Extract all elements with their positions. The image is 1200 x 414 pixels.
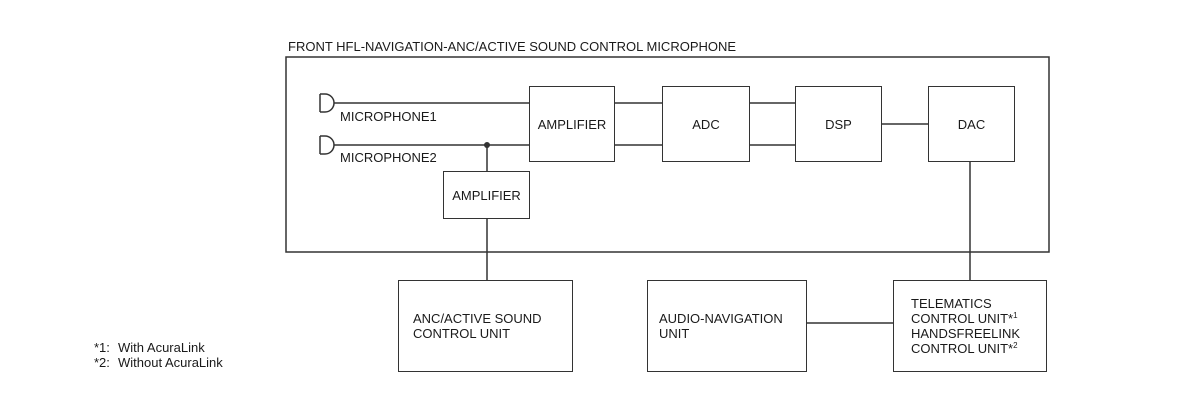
footnotes: *1: With AcuraLink *2: Without AcuraLink [94,340,223,370]
amplifier-label: AMPLIFIER [537,116,607,132]
adc-block: ADC [662,86,750,162]
audio-nav-line1: AUDIO-NAVIGATION [659,311,783,326]
anc-control-unit: ANC/ACTIVE SOUND CONTROL UNIT [398,280,573,372]
telematics-line2-sup: 1 [1013,311,1018,320]
telematics-line4-text: CONTROL UNIT* [911,341,1014,356]
microphone1-label: MICROPHONE1 [340,109,437,124]
audio-nav-line2: UNIT [659,326,690,341]
footnote-2: *2: Without AcuraLink [94,355,223,370]
dsp-block: DSP [795,86,882,162]
module-title: FRONT HFL-NAVIGATION-ANC/ACTIVE SOUND CO… [288,39,737,54]
anc-amplifier-label: AMPLIFIER [452,187,521,203]
adc-label: ADC [692,116,720,132]
module-frame [285,56,1050,253]
telematics-line4: CONTROL UNIT*2 [911,341,1046,356]
microphone2-label: MICROPHONE2 [340,150,437,165]
telematics-line4-sup: 2 [1013,341,1018,350]
amplifier-block: AMPLIFIER [529,86,615,162]
junction-dot [484,142,490,148]
telematics-control-unit: TELEMATICS CONTROL UNIT*1 HANDSFREELINK … [893,280,1047,372]
footnote-1-key: *1: [94,340,110,355]
telematics-line1: TELEMATICS [911,296,992,311]
footnote-1-text: With AcuraLink [118,340,205,355]
microphone2-icon [319,135,335,155]
anc-unit-line1: ANC/ACTIVE SOUND [413,311,542,326]
anc-unit-line2: CONTROL UNIT [413,326,511,341]
telematics-line2: CONTROL UNIT*1 [911,311,1046,326]
footnote-2-text: Without AcuraLink [118,355,223,370]
telematics-line2-text: CONTROL UNIT* [911,311,1014,326]
footnote-2-key: *2: [94,355,110,370]
dac-label: DAC [957,116,986,132]
dac-block: DAC [928,86,1015,162]
dsp-label: DSP [825,116,852,132]
telematics-line3: HANDSFREELINK [911,326,1021,341]
footnote-1: *1: With AcuraLink [94,340,223,355]
audio-navigation-unit: AUDIO-NAVIGATION UNIT [647,280,807,372]
anc-amplifier-block: AMPLIFIER [443,171,530,219]
microphone1-icon [319,93,335,113]
